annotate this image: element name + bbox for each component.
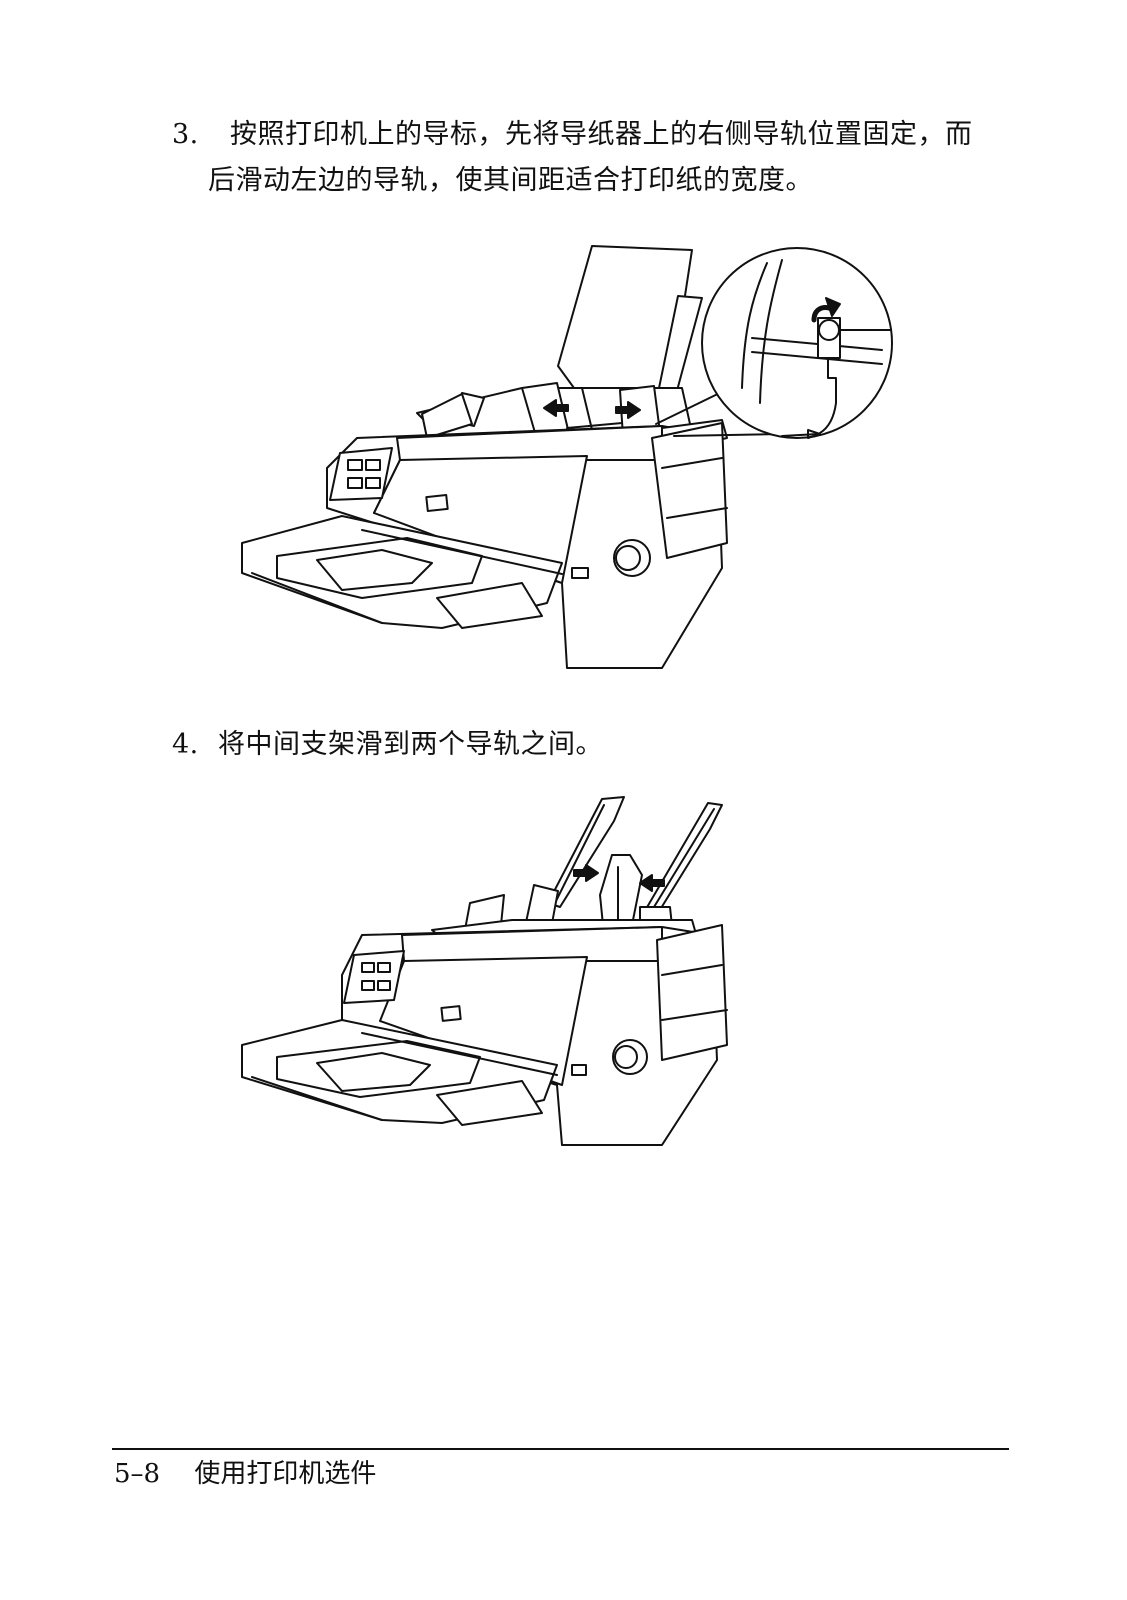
guide-arrow-icons	[574, 865, 664, 891]
step-3-line-2: 后滑动左边的导轨，使其间距适合打印纸的宽度。	[208, 165, 813, 196]
magnified-inset	[656, 248, 892, 438]
printer-paper-guide-figure	[222, 238, 902, 678]
printer-body-illustration	[342, 925, 727, 1145]
footer-rule	[112, 1448, 1009, 1450]
step-3-line-1: 按照打印机上的导标，先将导纸器上的右侧导轨位置固定，而	[230, 119, 973, 150]
front-tray-illustration	[242, 516, 562, 628]
step-3: 3. 按照打印机上的导标，先将导纸器上的右侧导轨位置固定，而 后滑动左边的导轨，…	[172, 112, 1032, 204]
printer-body-illustration	[327, 420, 727, 668]
step-4: 4. 将中间支架滑到两个导轨之间。	[172, 722, 872, 768]
section-title: 使用打印机选件	[194, 1459, 377, 1489]
printer-guide-rails-figure	[232, 795, 752, 1175]
front-tray-illustration	[242, 1020, 557, 1125]
page-number: 5–8	[114, 1459, 161, 1489]
step-4-text: 将中间支架滑到两个导轨之间。	[218, 729, 603, 760]
guide-arrow-icons	[544, 400, 640, 418]
step-3-number: 3.	[172, 119, 199, 150]
page-footer: 5–8 使用打印机选件	[114, 1454, 376, 1494]
step-4-number: 4.	[172, 729, 199, 760]
